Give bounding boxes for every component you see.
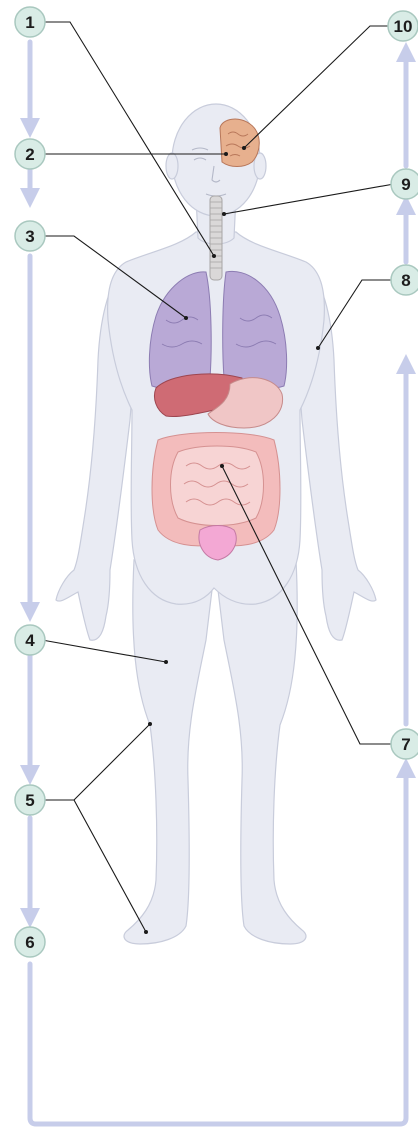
left-ear bbox=[166, 153, 178, 179]
badge-3: 3 bbox=[15, 221, 45, 251]
badge-label-5: 5 bbox=[25, 791, 34, 810]
badge-8: 8 bbox=[391, 265, 418, 295]
right-leg bbox=[218, 560, 306, 944]
badge-label-10: 10 bbox=[394, 17, 413, 36]
leader-line-10 bbox=[244, 26, 394, 148]
badge-label-9: 9 bbox=[401, 175, 410, 194]
badge-label-8: 8 bbox=[401, 271, 410, 290]
leader-line-5b bbox=[74, 800, 146, 932]
badge-label-6: 6 bbox=[25, 933, 34, 952]
small-intestine bbox=[171, 446, 264, 526]
badge-1: 1 bbox=[15, 7, 45, 37]
badge-label-2: 2 bbox=[25, 145, 34, 164]
leader-line-5a bbox=[42, 724, 150, 800]
badge-6: 6 bbox=[15, 927, 45, 957]
badge-label-1: 1 bbox=[25, 13, 34, 32]
badge-7: 7 bbox=[391, 729, 418, 759]
badge-10: 10 bbox=[388, 11, 418, 41]
left-leg bbox=[124, 560, 212, 944]
brain bbox=[220, 119, 259, 166]
badge-5: 5 bbox=[15, 785, 45, 815]
flow-arrow-6-7 bbox=[30, 768, 406, 1124]
badge-label-4: 4 bbox=[25, 631, 35, 650]
badge-4: 4 bbox=[15, 625, 45, 655]
badge-9: 9 bbox=[391, 169, 418, 199]
badge-label-3: 3 bbox=[25, 227, 34, 246]
badge-2: 2 bbox=[15, 139, 45, 169]
badge-label-7: 7 bbox=[401, 735, 410, 754]
